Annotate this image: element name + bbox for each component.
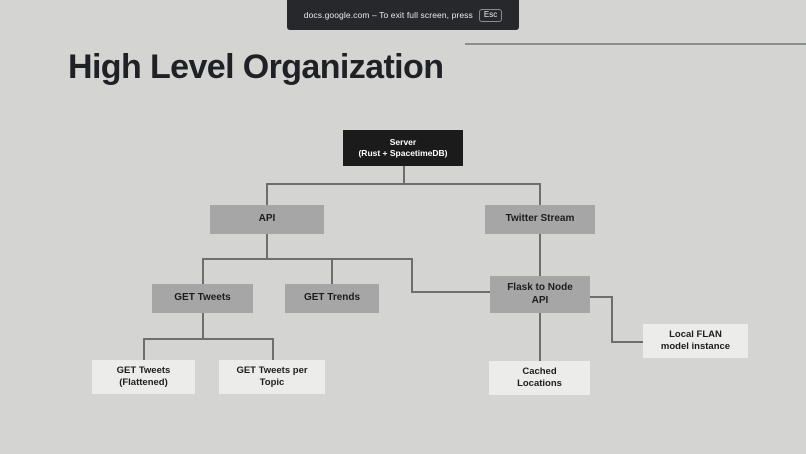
fullscreen-notification-message: docs.google.com – To exit full screen, p… (303, 10, 473, 20)
edge-get-tweets-bus (143, 338, 273, 340)
node-get-tweets-flattened[interactable]: GET Tweets (Flattened) (92, 360, 195, 394)
edge-flask-elbow-down (611, 296, 613, 341)
edge-api-to-flask (411, 291, 491, 293)
edge-api-bus-elbow-down (411, 258, 413, 291)
node-cached-locations[interactable]: Cached Locations (489, 361, 590, 395)
node-api-label: API (258, 213, 276, 225)
node-get-tweets-per-topic[interactable]: GET Tweets per Topic (219, 360, 325, 394)
edge-bus-to-get-tweets (202, 258, 204, 284)
edge-api-down (266, 234, 268, 258)
node-get-tweets[interactable]: GET Tweets (152, 284, 253, 313)
node-api[interactable]: API (210, 205, 324, 234)
node-cached-locations-line2: Locations (517, 378, 562, 389)
edge-bus-to-twitter-stream (539, 183, 541, 205)
node-flask-line2: API (531, 294, 549, 306)
esc-key-badge: Esc (478, 8, 503, 22)
node-server-line1: Server (389, 137, 417, 148)
edge-flask-to-cached-locations (539, 313, 541, 361)
node-twitter-stream[interactable]: Twitter Stream (485, 205, 595, 234)
node-server[interactable]: Server (Rust + SpacetimeDB) (343, 130, 463, 166)
node-tweets-per-topic-line2: Topic (259, 377, 285, 388)
edge-api-bus (202, 258, 412, 260)
edge-bus-to-get-trends (331, 258, 333, 284)
edge-twitter-stream-to-flask (539, 234, 541, 276)
node-local-flan-line1: Local FLAN (669, 329, 722, 341)
edge-server-bus (266, 183, 540, 185)
edge-get-tweets-down (202, 313, 204, 338)
edge-server-down (403, 166, 405, 183)
node-get-trends[interactable]: GET Trends (285, 284, 379, 313)
node-tweets-flattened-line2: (Flattened) (119, 377, 168, 388)
node-flask-line1: Flask to Node (507, 282, 573, 293)
edge-bus-to-tweets-flattened (143, 338, 145, 360)
node-twitter-stream-label: Twitter Stream (505, 213, 575, 225)
node-server-line2: (Rust + SpacetimeDB) (358, 148, 448, 158)
page-title: High Level Organization (68, 48, 444, 86)
node-local-flan-line2: model instance (660, 341, 731, 352)
edge-elbow-to-local-flan (611, 341, 643, 343)
edge-bus-to-api (266, 183, 268, 205)
node-get-trends-label: GET Trends (303, 292, 361, 304)
node-tweets-per-topic-line1: GET Tweets per (236, 365, 308, 377)
fullscreen-notification-bar: docs.google.com – To exit full screen, p… (287, 0, 519, 30)
node-get-tweets-label: GET Tweets (174, 292, 231, 304)
edge-flask-right-stub (590, 296, 612, 298)
title-divider-rule (465, 43, 806, 45)
edge-bus-to-tweets-per-topic (272, 338, 274, 360)
node-flask-to-node-api[interactable]: Flask to Node API (490, 276, 590, 313)
node-tweets-flattened-line1: GET Tweets (116, 365, 171, 377)
node-cached-locations-line1: Cached (522, 366, 557, 378)
node-local-flan-model-instance[interactable]: Local FLAN model instance (643, 324, 748, 358)
